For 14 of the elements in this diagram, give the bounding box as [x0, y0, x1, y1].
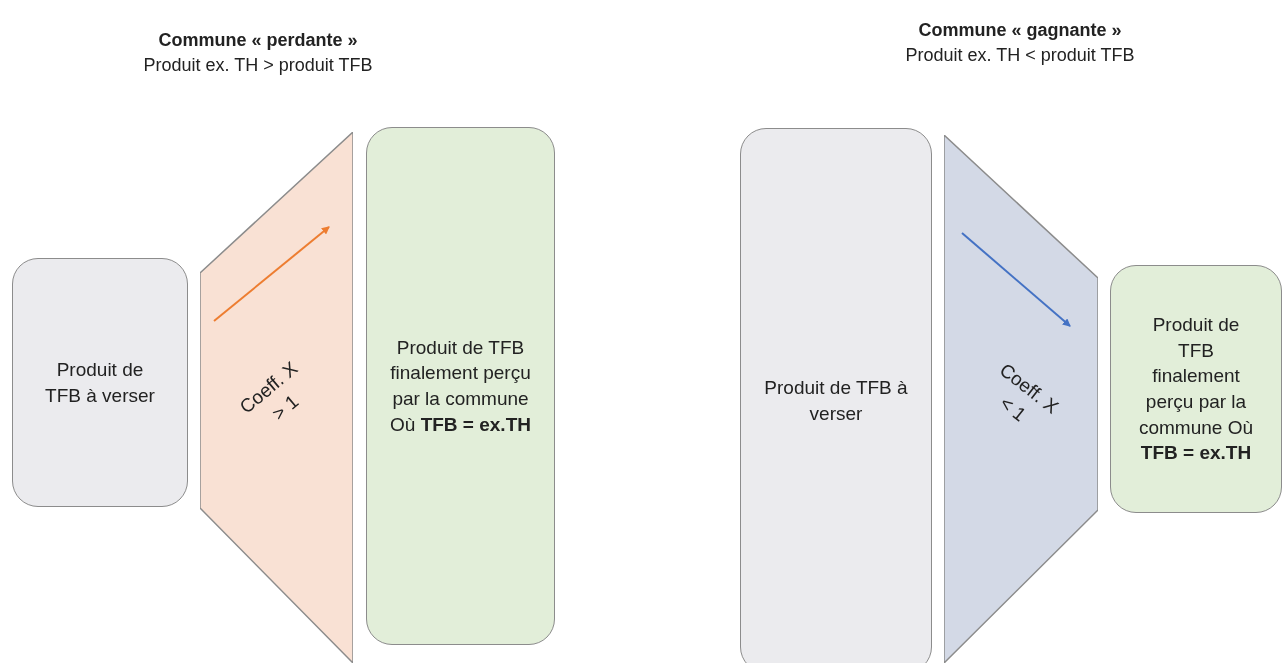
- box-text: Produit de TFB à verser: [763, 375, 909, 426]
- rounded-box: [12, 258, 188, 507]
- heading: Commune « gagnante »: [918, 20, 1122, 40]
- box-text: Produit de TFB à verser: [44, 357, 156, 408]
- box-text: Produit de TFB finalement perçu par la commune Où TFB = ex.TH: [389, 335, 532, 437]
- rounded-box: [366, 127, 555, 645]
- subheading: Produit ex. TH > produit TFB: [143, 55, 373, 75]
- rounded-box: [1110, 265, 1282, 513]
- subheading: Produit ex. TH < produit TFB: [905, 45, 1135, 65]
- trapezoid-shape: [944, 135, 1098, 663]
- trapezoid-shape: [200, 132, 353, 663]
- heading: Commune « perdante »: [158, 30, 358, 50]
- box-text: Produit de TFB finalement perçu par la commune Où TFB = ex.TH: [1137, 313, 1254, 466]
- rounded-box: [740, 128, 932, 663]
